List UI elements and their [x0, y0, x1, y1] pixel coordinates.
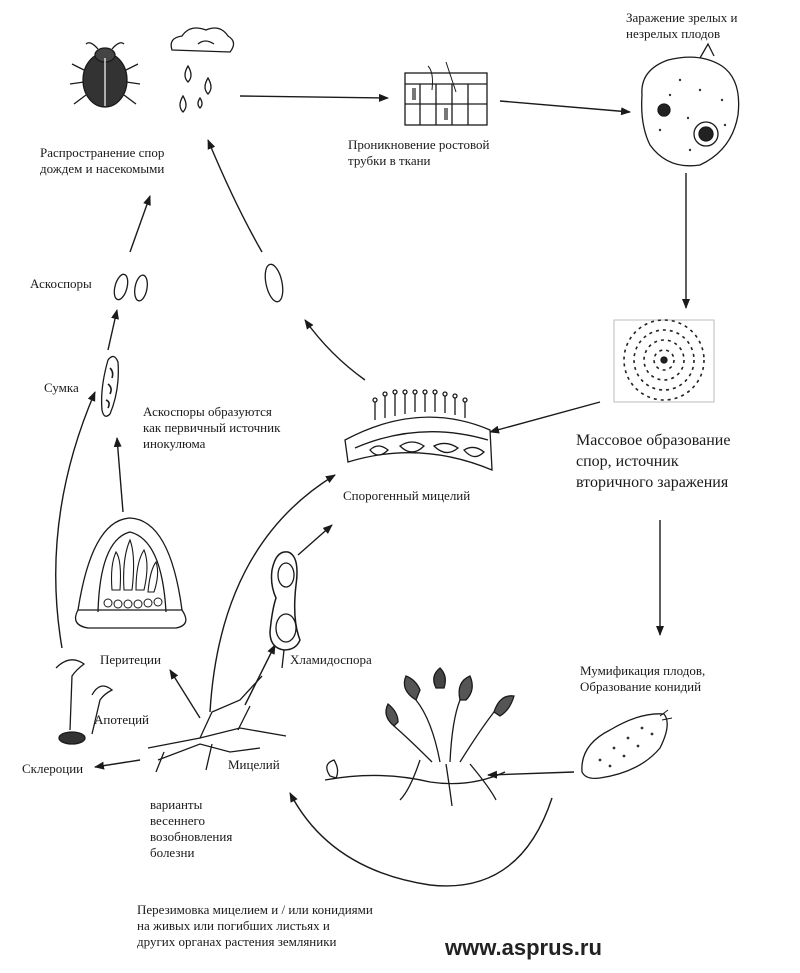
label-spring-variants: варианты весеннего возобновления болезни [150, 797, 233, 860]
watermark: www.asprus.ru [445, 935, 602, 960]
arrow-overwintering-loop [289, 792, 553, 887]
ascospores-icon [113, 273, 148, 302]
arrow-ascus-to-ascospores [107, 309, 119, 351]
arrow-spore-to-spread [207, 139, 263, 253]
mycelium-icon [147, 675, 287, 773]
strawberry-plant-icon [324, 667, 515, 807]
label-sporogenic-mycelium: Спорогенный мицелий [343, 488, 471, 503]
label-chlamydospore: Хламидоспора [290, 652, 372, 667]
rain-cloud-icon [170, 27, 235, 113]
tissue-icon [404, 61, 488, 126]
arrow-perithecium-to-ascus [113, 437, 124, 513]
arrow-mummification-to-plant [487, 770, 575, 779]
beetle-icon [69, 42, 141, 108]
arrow-mycelium-to-perithecium [169, 669, 201, 719]
arrow-mass-to-sporogenic [489, 401, 601, 434]
chlamydospore-icon [269, 551, 301, 669]
arrow-chlamydospore-to-sporogenic [297, 524, 333, 556]
cycle-arrows [55, 93, 690, 887]
spore-icon [264, 263, 284, 303]
spore-mass-icon [613, 319, 715, 403]
label-sclerotia: Склероции [22, 761, 84, 776]
label-ascus: Сумка [44, 380, 79, 395]
ascus-icon [100, 355, 119, 417]
label-penetration: Проникновение ростовой трубки в ткани [348, 137, 490, 168]
arrow-mycelium-to-chlamydospore [244, 644, 276, 706]
label-mummification: Мумификация плодов, Образование конидий [580, 663, 706, 694]
label-spore-spread: Распространение спор дождем и насекомыми [40, 145, 165, 176]
arrow-sporogenic-to-spore [304, 319, 366, 381]
arrow-penetration-to-infection [499, 100, 631, 116]
label-ascospores: Аскоспоры [30, 276, 92, 291]
label-mass-spore-formation: Массовое образование спор, источник втор… [576, 432, 731, 491]
label-perithecia: Перитеции [100, 652, 161, 667]
label-fruit-infection: Заражение зрелых и незрелых плодов [626, 10, 738, 41]
arrow-mycelium-to-sclerotium [94, 759, 141, 770]
arrow-ascospores-to-spread [129, 195, 151, 253]
label-ascospores-note: Аскоспоры образуются как первичный источ… [143, 404, 281, 451]
perithecium-icon [74, 517, 187, 629]
arrow-sclerotium-to-ascus [55, 391, 96, 649]
apothecium-icon [55, 659, 114, 735]
sclerotium-icon [58, 731, 86, 745]
label-apothecium: Апотеций [94, 712, 149, 727]
label-mycelium: Мицелий [228, 757, 280, 772]
strawberry-icon [641, 42, 740, 167]
arrow-spread-to-penetration [239, 93, 389, 102]
label-overwintering: Перезимовка мицелием и / или конидиями н… [137, 902, 373, 949]
arrow-mycelium-to-sporogenic [209, 474, 336, 713]
mummified-fruit-icon [581, 709, 673, 780]
sporulation-tissue-icon [344, 389, 493, 471]
